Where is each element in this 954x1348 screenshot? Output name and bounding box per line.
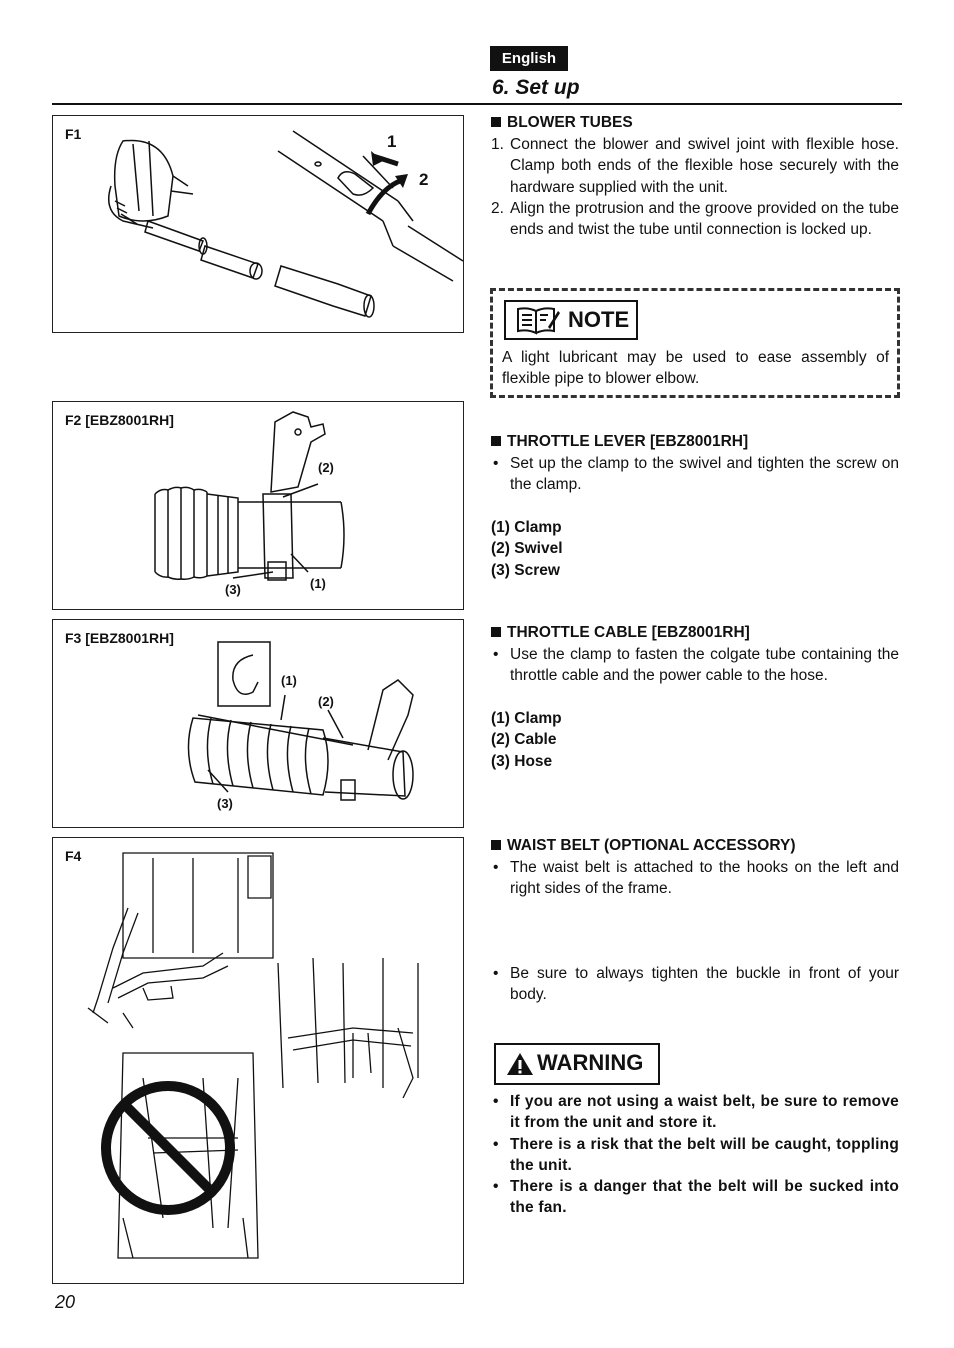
throttle-cable-heading: THROTTLE CABLE [EBZ8001RH]	[491, 624, 750, 642]
warning-text: There is a danger that the belt will be …	[510, 1178, 899, 1217]
bullet-text: Use the clamp to fasten the colgate tube…	[510, 646, 899, 685]
waist-belt-buckle-instruction: • Be sure to always tighten the buckle in…	[491, 963, 899, 1006]
step-item: 2. Align the protrusion and the groove pr…	[491, 198, 899, 241]
throttle-lever-instructions: • Set up the clamp to the swivel and tigh…	[491, 453, 899, 496]
callout-clamp: (1)	[310, 576, 326, 591]
bullet-dot-icon: •	[493, 646, 499, 663]
bullet-dot-icon: •	[493, 1093, 499, 1110]
callout-swivel: (2)	[318, 460, 334, 475]
figure-f2: F2 [EBZ8001RH] (2) (1) (3)	[52, 401, 464, 610]
blower-tubes-heading: BLOWER TUBES	[491, 114, 633, 132]
warning-text: There is a risk that the belt will be ca…	[510, 1135, 899, 1174]
throttle-cable-illustration	[187, 641, 414, 801]
figure-label: F3 [EBZ8001RH]	[65, 630, 174, 646]
bullet-text: Be sure to always tighten the buckle in …	[510, 965, 899, 1004]
warning-label: WARNING	[537, 1050, 644, 1075]
bullet-text: Set up the clamp to the swivel and tight…	[510, 455, 899, 494]
step-item: 1. Connect the blower and swivel joint wi…	[491, 134, 899, 198]
note-box	[490, 288, 900, 398]
bullet-dot-icon: •	[493, 965, 499, 982]
callout-cable: (2)	[318, 694, 334, 709]
notebook-pencil-icon	[517, 307, 560, 335]
warning-item: • There is a danger that the belt will be…	[491, 1176, 899, 1219]
note-badge	[504, 300, 638, 340]
note-text: A light lubricant may be used to ease as…	[502, 349, 889, 388]
blower-tubes-illustration	[108, 130, 464, 318]
square-bullet-icon	[491, 840, 501, 850]
bullet-item: • The waist belt is attached to the hooks…	[491, 857, 899, 900]
waist-belt-illustration	[87, 852, 419, 1259]
note-label: NOTE	[568, 307, 630, 332]
square-bullet-icon	[491, 436, 501, 446]
bullet-dot-icon: •	[493, 1178, 499, 1196]
step-number: 1.	[491, 136, 504, 153]
bullet-item: • Use the clamp to fasten the colgate tub…	[491, 644, 899, 687]
language-tab: English	[490, 46, 568, 71]
part-item: (1) Clamp	[491, 519, 562, 536]
bullet-item: • Set up the clamp to the swivel and tigh…	[491, 453, 899, 496]
waist-belt-instructions: • The waist belt is attached to the hooks…	[491, 857, 899, 900]
warning-item: • If you are not using a waist belt, be s…	[491, 1091, 899, 1134]
figure-label: F4	[65, 848, 82, 864]
step-text: Connect the blower and swivel joint with…	[510, 136, 899, 196]
figure-f4: F4	[52, 837, 464, 1284]
square-bullet-icon	[491, 627, 501, 637]
heading-text: BLOWER TUBES	[507, 114, 633, 131]
callout-hose: (3)	[217, 796, 233, 811]
step-number: 2.	[491, 199, 504, 217]
warning-triangle-icon	[507, 1053, 533, 1075]
waist-belt-heading: WAIST BELT (OPTIONAL ACCESSORY)	[491, 837, 795, 855]
figure-f1: F1	[52, 115, 464, 333]
prohibition-sign-icon	[101, 1081, 235, 1215]
section-title: 6. Set up	[492, 76, 580, 99]
throttle-lever-illustration	[154, 411, 345, 581]
heading-text: THROTTLE LEVER [EBZ8001RH]	[507, 433, 749, 450]
heading-text: THROTTLE CABLE [EBZ8001RH]	[507, 624, 750, 641]
throttle-cable-instructions: • Use the clamp to fasten the colgate tub…	[491, 644, 899, 687]
bullet-dot-icon: •	[493, 859, 499, 876]
throttle-lever-parts: (1) Clamp (2) Swivel (3) Screw	[491, 517, 563, 581]
figure-label: F2 [EBZ8001RH]	[65, 412, 174, 428]
bullet-item: • Be sure to always tighten the buckle in…	[491, 963, 899, 1006]
heading-text: WAIST BELT (OPTIONAL ACCESSORY)	[507, 837, 796, 854]
warning-item: • There is a risk that the belt will be c…	[491, 1134, 899, 1177]
callout-screw: (3)	[225, 582, 241, 597]
step-text: Align the protrusion and the groove prov…	[510, 199, 899, 239]
blower-tubes-steps: 1. Connect the blower and swivel joint wi…	[491, 134, 899, 240]
part-item: (2) Cable	[491, 731, 557, 749]
part-item: (1) Clamp	[491, 710, 562, 727]
step-2-label: 2	[419, 170, 429, 189]
part-item: (3) Screw	[491, 561, 560, 579]
throttle-lever-heading: THROTTLE LEVER [EBZ8001RH]	[491, 433, 748, 451]
figure-f3: F3 [EBZ8001RH] (1) (2) (3)	[52, 619, 464, 828]
bullet-text: The waist belt is attached to the hooks …	[510, 859, 899, 898]
bullet-dot-icon: •	[493, 455, 499, 472]
step-1-label: 1	[387, 132, 397, 151]
callout-clamp: (1)	[281, 673, 297, 688]
warning-text: If you are not using a waist belt, be su…	[510, 1093, 899, 1132]
warning-list: • If you are not using a waist belt, be s…	[491, 1091, 899, 1219]
page-number: 20	[55, 1292, 76, 1312]
bullet-dot-icon: •	[493, 1135, 499, 1153]
part-item: (2) Swivel	[491, 540, 563, 558]
header-rule	[52, 103, 902, 105]
warning-badge	[494, 1043, 660, 1085]
square-bullet-icon	[491, 117, 501, 127]
throttle-cable-parts: (1) Clamp (2) Cable (3) Hose	[491, 708, 562, 772]
figure-label: F1	[65, 126, 82, 142]
part-item: (3) Hose	[491, 752, 553, 770]
